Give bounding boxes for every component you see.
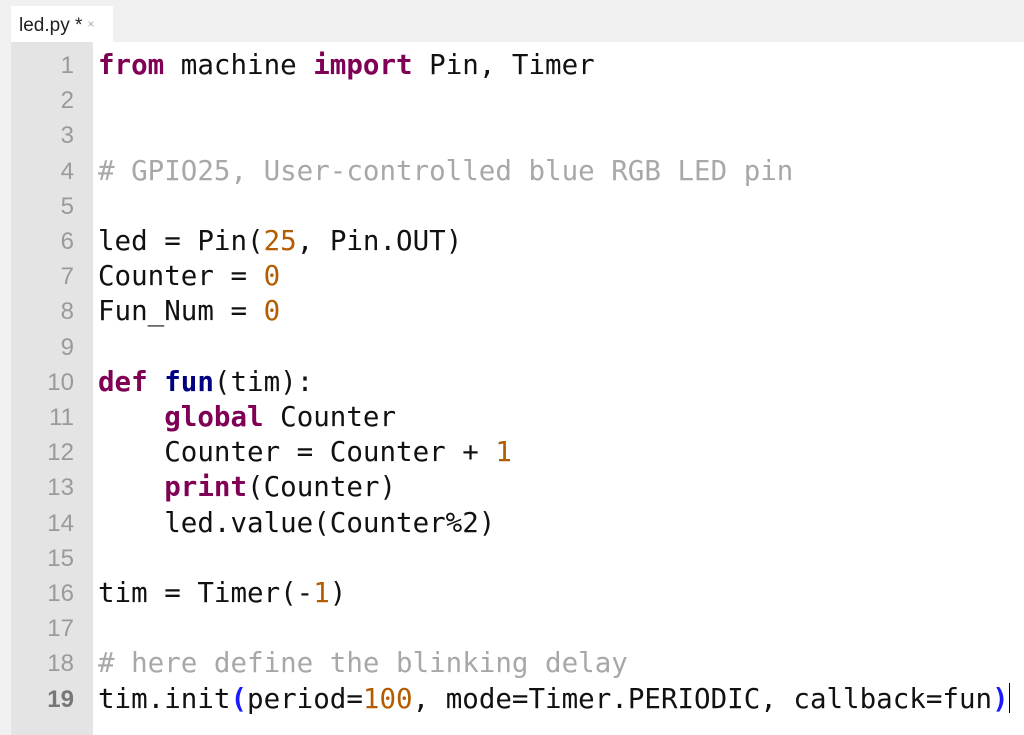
line-number: 13 xyxy=(47,474,74,502)
tab-title: led.py * xyxy=(19,15,83,36)
code-token: machine xyxy=(164,49,314,81)
line-number: 1 xyxy=(60,52,74,79)
code-token xyxy=(98,471,164,503)
line-number: 16 xyxy=(47,580,74,607)
code-token: Pin, Timer xyxy=(412,49,595,81)
code-token xyxy=(98,401,164,433)
code-token: Counter xyxy=(263,401,397,433)
line-number: 6 xyxy=(60,228,74,255)
code-token: led = Pin( xyxy=(98,225,264,257)
text-cursor xyxy=(1008,682,1011,713)
code-token: print xyxy=(164,471,248,504)
line-number: 3 xyxy=(60,122,74,150)
code-token: import xyxy=(313,49,413,81)
line-number: 8 xyxy=(60,298,74,326)
code-token: Fun_Num = xyxy=(98,295,264,328)
code-line[interactable]: led = Pin(25, Pin.OUT) xyxy=(98,224,462,259)
code-line[interactable]: print(Counter) xyxy=(98,470,396,505)
line-number: 18 xyxy=(47,650,74,678)
close-icon[interactable]: × xyxy=(87,17,95,31)
line-number: 19 xyxy=(47,685,74,713)
code-line[interactable]: from machine import Pin, Timer xyxy=(98,48,595,83)
code-token: fun xyxy=(164,365,214,398)
code-line[interactable]: Counter = Counter + 1 xyxy=(98,435,512,470)
code-token: ) xyxy=(992,682,1009,715)
line-number: 15 xyxy=(47,544,74,572)
code-token: period= xyxy=(247,682,363,715)
code-token: (Counter) xyxy=(247,471,397,504)
code-token: (tim): xyxy=(213,365,314,398)
line-number: 4 xyxy=(60,157,74,185)
code-token: 0 xyxy=(263,295,281,328)
code-token: 100 xyxy=(362,682,413,715)
line-number: 17 xyxy=(47,615,74,643)
code-token: global xyxy=(164,401,264,433)
code-token: 1 xyxy=(495,436,512,469)
code-token: 0 xyxy=(263,260,281,293)
line-number: 7 xyxy=(60,263,74,291)
code-line[interactable]: # GPIO25, User-controlled blue RGB LED p… xyxy=(98,154,793,189)
code-token: ( xyxy=(230,682,248,715)
code-token: Counter = xyxy=(98,260,264,293)
code-token: ) xyxy=(329,577,347,609)
line-number-gutter xyxy=(11,42,93,735)
line-number: 12 xyxy=(47,439,74,467)
code-line[interactable]: led.value(Counter%2) xyxy=(98,506,495,541)
code-line[interactable]: Counter = 0 xyxy=(98,259,280,294)
code-token: tim = Timer(- xyxy=(98,577,314,609)
code-token: 25 xyxy=(263,225,297,257)
line-number: 11 xyxy=(49,404,74,431)
tab-led-py[interactable]: led.py * × xyxy=(11,6,113,42)
tab-bar: led.py * × xyxy=(0,0,1024,42)
code-line[interactable]: global Counter xyxy=(98,400,396,435)
code-token: led.value(Counter%2) xyxy=(98,506,496,539)
code-line[interactable]: tim.init(period=100, mode=Timer.PERIODIC… xyxy=(98,682,1011,717)
code-token: , mode=Timer.PERIODIC, callback=fun xyxy=(412,682,993,715)
line-number: 10 xyxy=(47,368,74,396)
line-number: 5 xyxy=(60,192,74,220)
line-number: 9 xyxy=(60,333,74,361)
line-number: 2 xyxy=(60,87,74,115)
code-token: Counter = Counter + xyxy=(98,436,496,469)
code-token xyxy=(148,366,165,398)
code-line[interactable]: tim = Timer(-1) xyxy=(98,576,346,611)
code-token: from xyxy=(98,49,165,81)
code-line[interactable]: # here define the blinking delay xyxy=(98,646,628,681)
code-token: # here define the blinking delay xyxy=(98,647,628,680)
code-token: # GPIO25, User-controlled blue RGB LED p… xyxy=(98,154,794,187)
code-token: tim.init xyxy=(98,682,231,715)
code-editor[interactable]: 1 from machine import Pin, Timer 2 3 4 # GPIO… xyxy=(11,42,1024,735)
code-line[interactable]: def fun(tim): xyxy=(98,365,313,400)
code-token: , Pin.OUT) xyxy=(296,225,463,257)
line-number: 14 xyxy=(47,509,74,537)
code-line[interactable]: Fun_Num = 0 xyxy=(98,294,280,329)
code-token: 1 xyxy=(313,577,330,609)
code-token: def xyxy=(98,365,148,398)
